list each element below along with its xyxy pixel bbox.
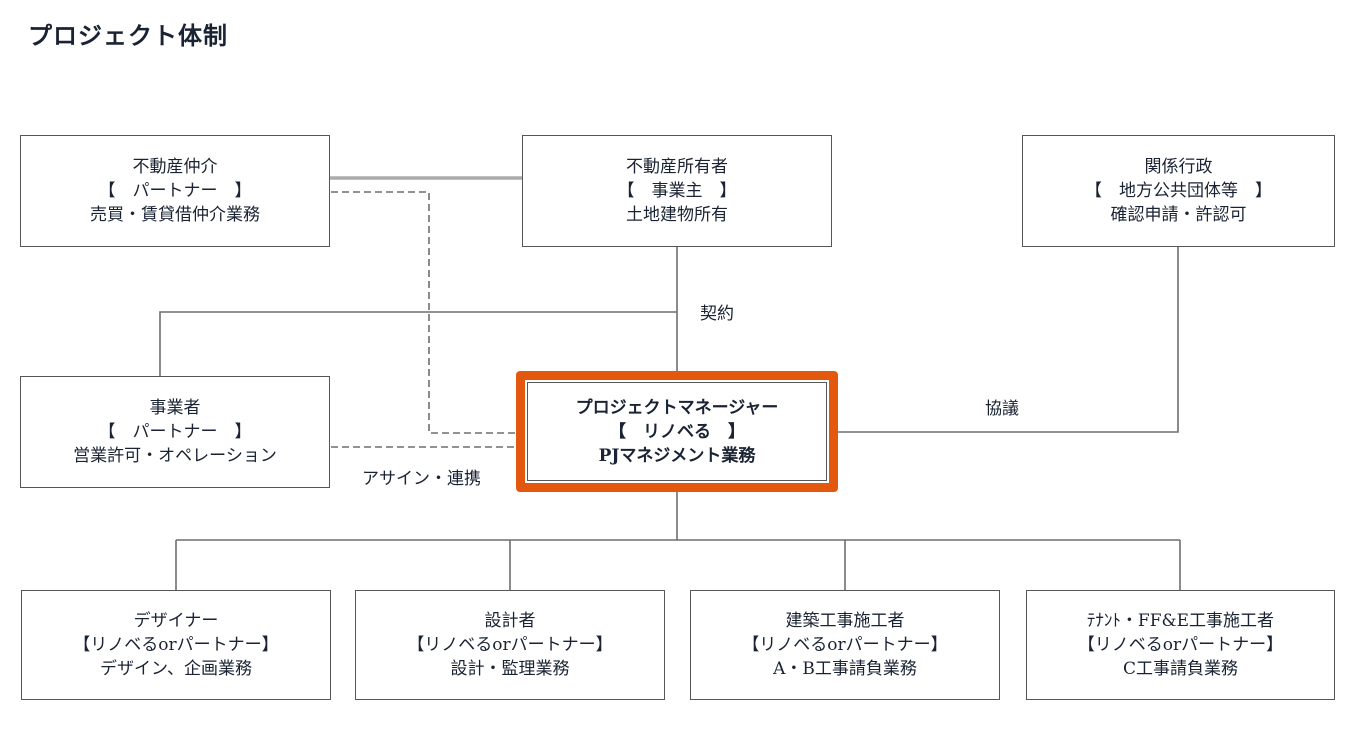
node-party: 【リノベるorパートナー】 — [73, 635, 279, 655]
node-role: デザイナー — [133, 611, 219, 631]
node-party: 【 パートナー 】 — [98, 181, 252, 201]
node-duty: 営業許可・オペレーション — [73, 446, 277, 466]
node-project-manager-highlight: プロジェクトマネージャー 【 リノベる 】 PJマネジメント業務 — [516, 371, 838, 492]
node-property-owner: 不動産所有者 【 事業主 】 土地建物所有 — [522, 135, 832, 247]
edge-dashed-realtor-pm — [331, 191, 516, 434]
node-designer: デザイナー 【リノベるorパートナー】 デザイン、企画業務 — [21, 590, 331, 700]
edge-owner-operator — [159, 311, 677, 376]
node-duty: C工事請負業務 — [1122, 659, 1238, 679]
node-role: プロジェクトマネージャー — [575, 397, 779, 418]
edge-label-consultation: 協議 — [985, 399, 1019, 419]
node-construction-contractor: 建築工事施工者 【リノベるorパートナー】 A・B工事請負業務 — [690, 590, 1000, 700]
node-government: 関係行政 【 地方公共団体等 】 確認申請・許認可 — [1022, 135, 1335, 247]
node-tenant-ffe-contractor: ﾃﾅﾝﾄ・FF&E工事施工者 【リノベるorパートナー】 C工事請負業務 — [1026, 590, 1335, 700]
node-real-estate-broker: 不動産仲介 【 パートナー 】 売買・賃貸借仲介業務 — [20, 135, 330, 247]
node-role: 関係行政 — [1144, 157, 1213, 177]
node-duty: 売買・賃貸借仲介業務 — [90, 205, 260, 225]
node-project-manager: プロジェクトマネージャー 【 リノベる 】 PJマネジメント業務 — [527, 382, 827, 481]
node-architect: 設計者 【リノベるorパートナー】 設計・監理業務 — [355, 590, 665, 700]
node-party: 【 パートナー 】 — [98, 422, 252, 442]
page-title: プロジェクト体制 — [28, 21, 228, 50]
edge-pm-contractors — [175, 492, 1181, 590]
node-duty: 土地建物所有 — [626, 205, 728, 225]
node-role: 事業者 — [149, 398, 201, 418]
node-role: 建築工事施工者 — [785, 611, 905, 631]
node-party: 【 事業主 】 — [617, 181, 737, 201]
node-duty: A・B工事請負業務 — [773, 659, 917, 679]
edge-label-contract: 契約 — [700, 304, 734, 324]
node-duty: デザイン、企画業務 — [100, 659, 252, 679]
node-party: 【 リノベる 】 — [609, 421, 745, 442]
node-business-operator: 事業者 【 パートナー 】 営業許可・オペレーション — [20, 376, 330, 488]
node-duty: PJマネジメント業務 — [598, 445, 756, 466]
node-role: 不動産仲介 — [132, 157, 218, 177]
edge-label-assign-cooperation: アサイン・連携 — [362, 469, 481, 489]
edge-government-pm — [838, 247, 1179, 433]
node-party: 【リノベるorパートナー】 — [407, 635, 613, 655]
node-duty: 確認申請・許認可 — [1110, 205, 1247, 225]
node-party: 【 地方公共団体等 】 — [1085, 181, 1272, 201]
node-role: 不動産所有者 — [626, 157, 728, 177]
node-party: 【リノベるorパートナー】 — [1077, 635, 1284, 655]
node-role: 設計者 — [484, 611, 536, 631]
node-party: 【リノベるorパートナー】 — [742, 635, 948, 655]
node-duty: 設計・監理業務 — [450, 659, 570, 679]
node-role: ﾃﾅﾝﾄ・FF&E工事施工者 — [1086, 611, 1275, 631]
